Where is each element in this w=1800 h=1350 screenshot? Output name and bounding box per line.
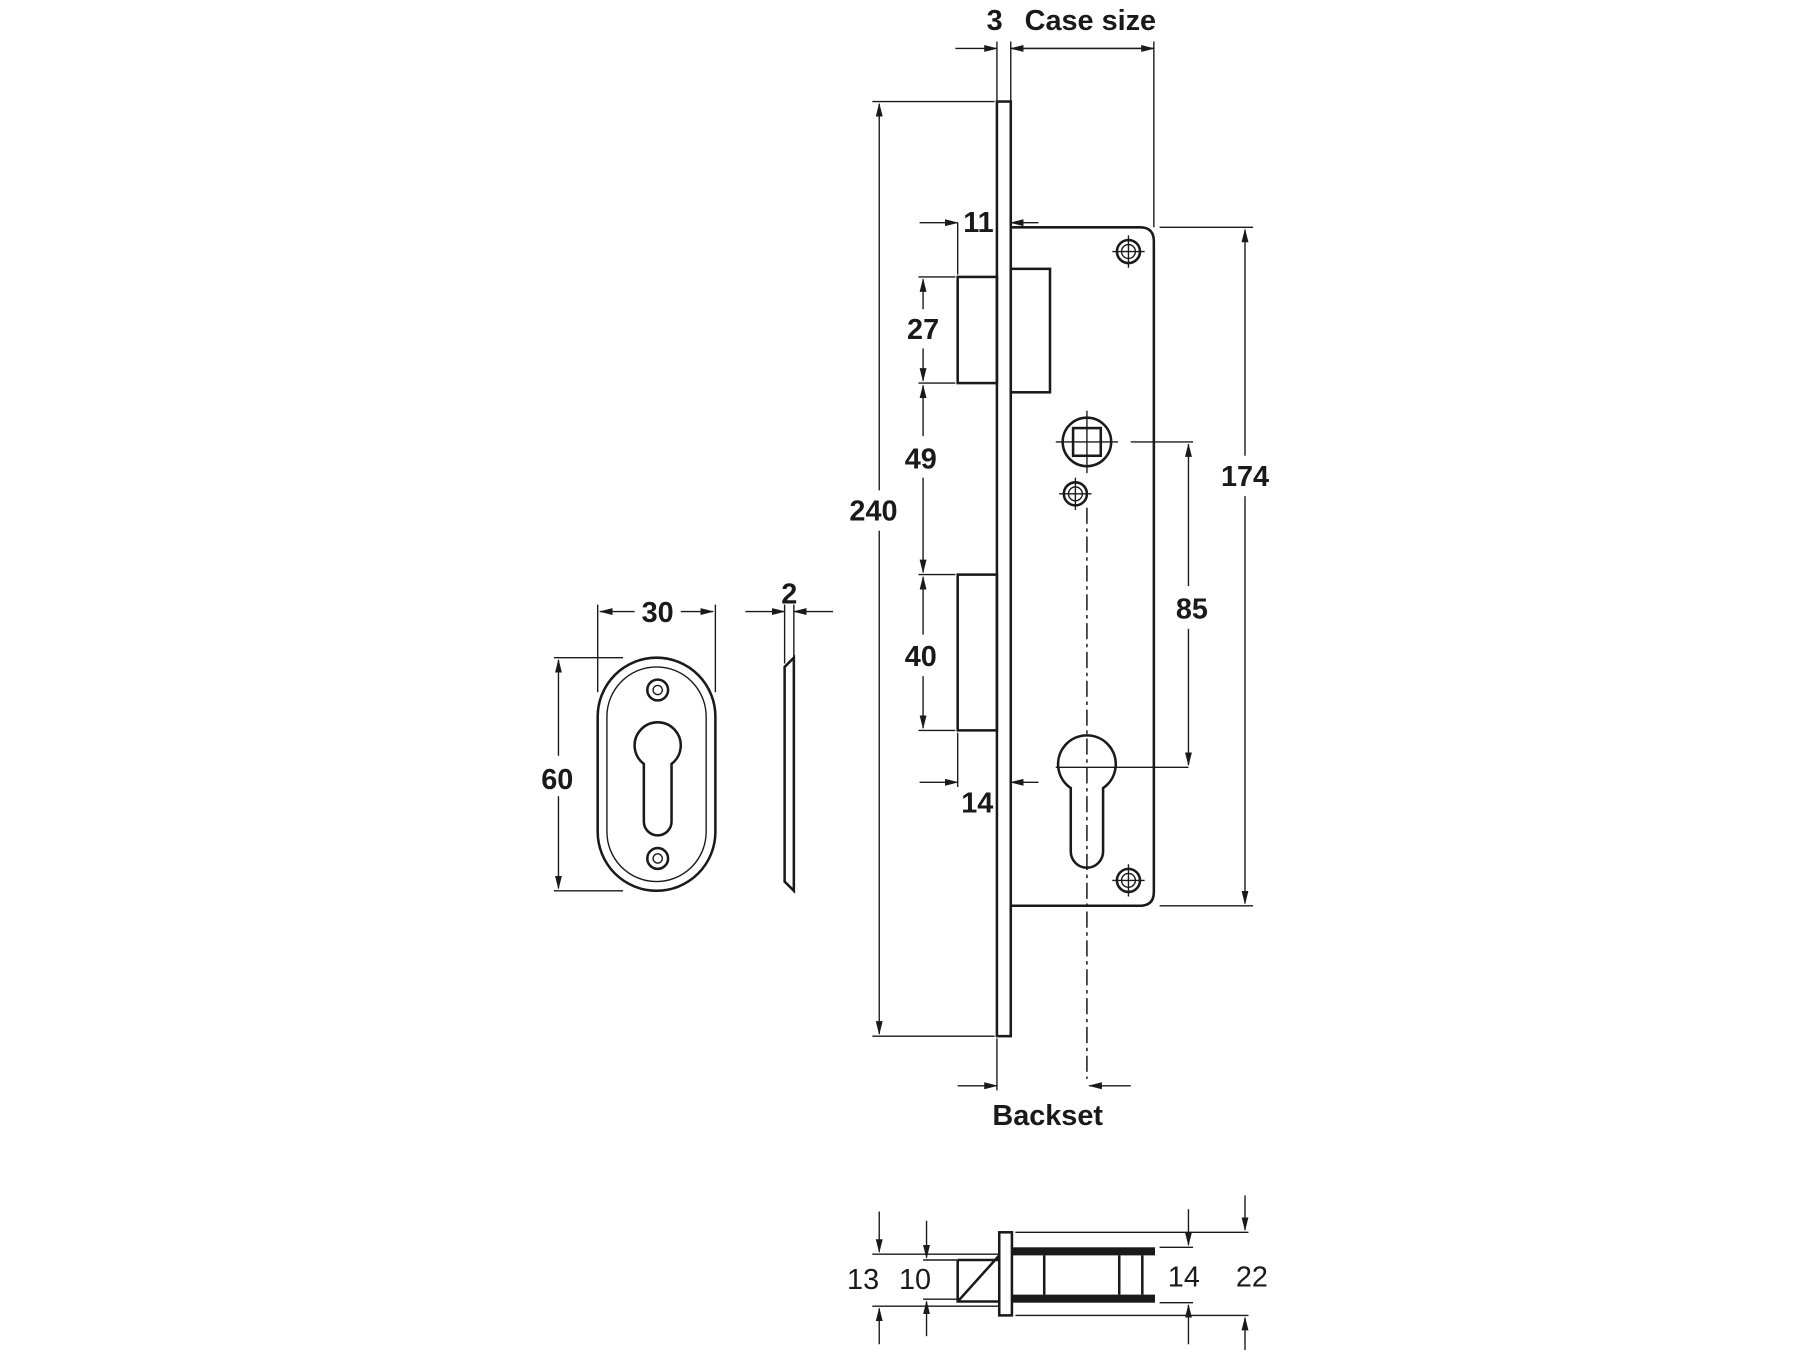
dim-case-size-label: Case size <box>1025 5 1156 37</box>
bottom-case-top <box>1011 1247 1155 1256</box>
dim-latch-to-bolt: 49 <box>905 443 937 475</box>
bottom-case-bottom <box>1011 1294 1155 1303</box>
dim-case-height: 174 <box>1221 461 1269 493</box>
escutcheon-side-profile <box>783 654 796 894</box>
screw-hole-icon <box>646 846 670 871</box>
dim-latch-height: 27 <box>907 314 939 346</box>
dim-bolt-throw: 14 <box>961 787 993 819</box>
screw-icon <box>1112 864 1145 897</box>
dim-latch-outer: 13 <box>847 1264 879 1296</box>
escutcheon-view: 30 60 2 <box>541 578 834 894</box>
deadbolt <box>956 573 999 732</box>
dim-faceplate-width: 22 <box>1236 1262 1268 1294</box>
dim-case-width: 14 <box>1168 1262 1200 1294</box>
dim-latch-offset: 11 <box>963 207 993 239</box>
dim-escutcheon-height: 60 <box>541 764 573 796</box>
escutcheon-keyhole <box>633 721 682 837</box>
screw-hole-icon <box>646 678 670 702</box>
dim-escutcheon-thickness: 2 <box>781 578 797 610</box>
cylinder-cutout <box>1056 734 1118 869</box>
latch-inner <box>1009 267 1052 394</box>
latch-outer <box>956 275 999 385</box>
escutcheon-plate <box>596 656 717 893</box>
bottom-faceplate <box>997 1231 1014 1317</box>
bottom-view: 13 10 14 22 <box>847 1195 1268 1350</box>
dim-latch-inner: 10 <box>899 1264 931 1296</box>
lock-case <box>1010 226 1156 908</box>
faceplate <box>995 100 1013 1038</box>
dim-spindle-to-cylinder: 85 <box>1176 593 1208 625</box>
screw-icon <box>1112 235 1145 268</box>
spindle-hub <box>1055 410 1119 474</box>
dim-bolt-height: 40 <box>905 641 937 673</box>
dim-escutcheon-width: 30 <box>642 597 674 629</box>
front-view: 3 Case size 240 174 85 11 27 49 40 <box>849 5 1269 1132</box>
screw-icon <box>1059 477 1092 510</box>
dim-faceplate-length: 240 <box>849 495 897 527</box>
dim-faceplate-thickness: 3 <box>987 5 1003 37</box>
dim-backset-label: Backset <box>992 1100 1103 1132</box>
bottom-latch <box>956 1254 1001 1303</box>
